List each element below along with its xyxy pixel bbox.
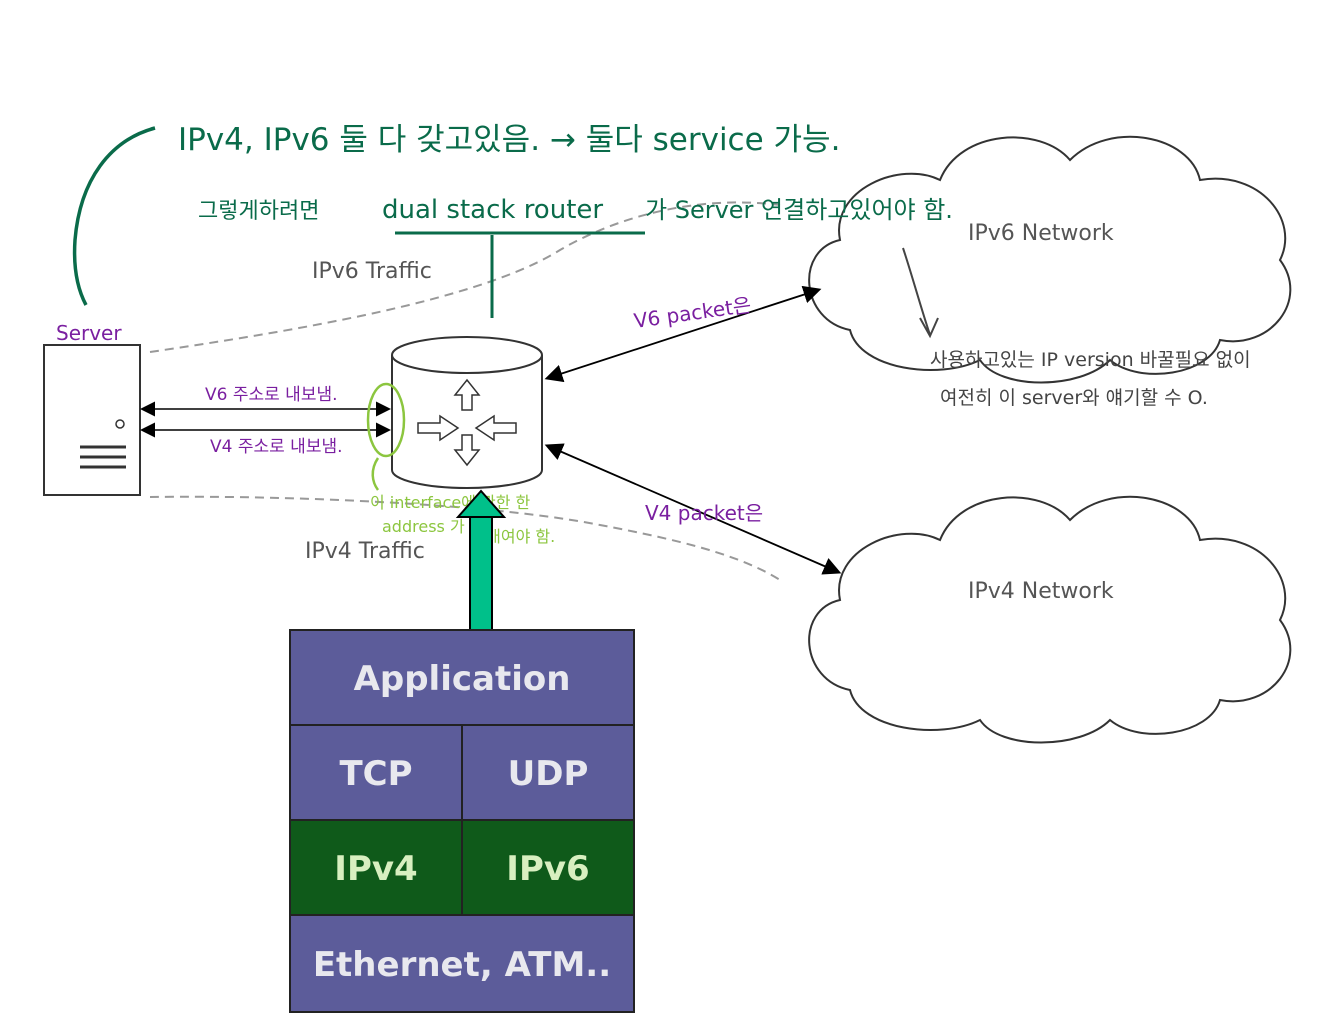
- ipv4-network-cloud: IPv4 Network: [808, 495, 1292, 744]
- v4-send-note: V4 주소로 내보냄.: [210, 437, 343, 457]
- server-note-bracket: [72, 126, 156, 306]
- protocol-stack: Application TCP UDP IPv4 IPv6 Ethernet, …: [289, 629, 635, 1013]
- dual-stack-router-icon: [391, 336, 543, 489]
- v6-send-note: V6 주소로 내보냄.: [205, 385, 338, 405]
- interface-note-line1: 이 interface에 관한 한: [370, 493, 530, 512]
- stack-ipv4: IPv4: [334, 849, 417, 889]
- v4-packet-note: V4 packet은: [645, 501, 763, 525]
- note-dual-stack-router: dual stack router: [382, 195, 603, 225]
- server-label: Server: [56, 321, 122, 345]
- router-ipv4-arrow: [544, 443, 842, 575]
- interface-highlight: [366, 382, 406, 458]
- stack-tcp: TCP: [339, 754, 412, 794]
- ipv6-network-label: IPv6 Network: [968, 221, 1114, 246]
- ipv4-traffic-label: IPv4 Traffic: [305, 539, 425, 564]
- ipv6-network-cloud: IPv6 Network: [808, 135, 1292, 384]
- stack-application: Application: [354, 659, 571, 699]
- note-line2-suffix: 가 Server 연결하고있어야 함.: [645, 196, 953, 224]
- server-icon: [43, 344, 141, 496]
- ipv4-network-label: IPv4 Network: [968, 579, 1114, 604]
- note-line1: IPv4, IPv6 둘 다 갖고있음. → 둘다 service 가능.: [178, 122, 840, 158]
- v6-packet-note: V6 packet은: [632, 293, 752, 333]
- side-note-line1: 사용하고있는 IP version 바꿀필요 없이: [930, 349, 1251, 371]
- stack-ipv6: IPv6: [506, 849, 589, 889]
- stack-to-router-arrow: [455, 489, 507, 633]
- interface-pointer: [371, 457, 380, 491]
- side-note-line2: 여전히 이 server와 얘기할 수 O.: [940, 387, 1208, 409]
- ipv6-traffic-label: IPv6 Traffic: [312, 259, 432, 284]
- interface-note-line2: address 가: [382, 517, 465, 536]
- stack-udp: UDP: [508, 754, 589, 794]
- side-note-pointer: [902, 247, 939, 339]
- router-ipv6-arrow: [544, 285, 822, 383]
- interface-note-line3: 2개여야 함.: [476, 527, 555, 546]
- note-line2-prefix: 그렇게하려면: [198, 199, 319, 224]
- stack-link-layer: Ethernet, ATM..: [313, 945, 611, 985]
